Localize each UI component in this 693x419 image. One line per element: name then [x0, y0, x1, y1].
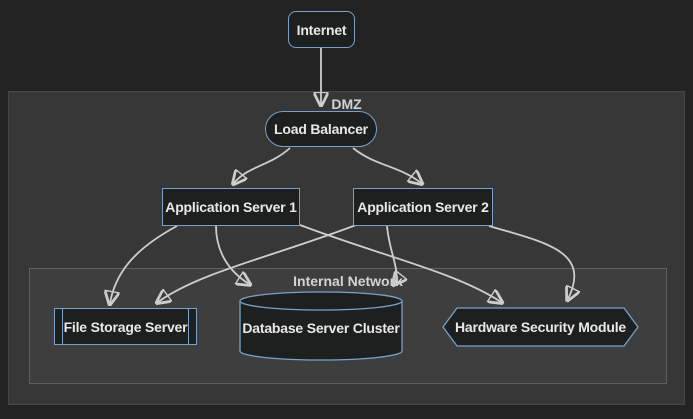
- node-application-server-1-label: Application Server 1: [165, 199, 297, 215]
- hexagon-outline: [442, 307, 639, 347]
- subroutine-inner-line-right: [188, 309, 189, 344]
- node-application-server-2: Application Server 2: [353, 188, 493, 226]
- node-hsm-hexagon-shape: [442, 307, 639, 347]
- node-internet-label: Internet: [296, 21, 347, 38]
- node-file-storage-server-label: File Storage Server: [63, 318, 188, 335]
- cluster-dmz-label: DMZ: [331, 96, 362, 112]
- node-internet: Internet: [288, 11, 355, 48]
- node-file-storage-server: File Storage Server: [54, 308, 197, 345]
- cluster-internal-network-label: Internal Network: [293, 273, 403, 289]
- node-database-cylinder-shape: [239, 291, 403, 361]
- node-load-balancer: Load Balancer: [265, 111, 377, 147]
- node-application-server-1: Application Server 1: [162, 188, 300, 226]
- cylinder-top: [239, 291, 403, 311]
- node-application-server-2-label: Application Server 2: [357, 199, 489, 215]
- cylinder-body: [239, 301, 403, 361]
- node-load-balancer-label: Load Balancer: [274, 121, 368, 137]
- subroutine-inner-line-left: [62, 309, 63, 344]
